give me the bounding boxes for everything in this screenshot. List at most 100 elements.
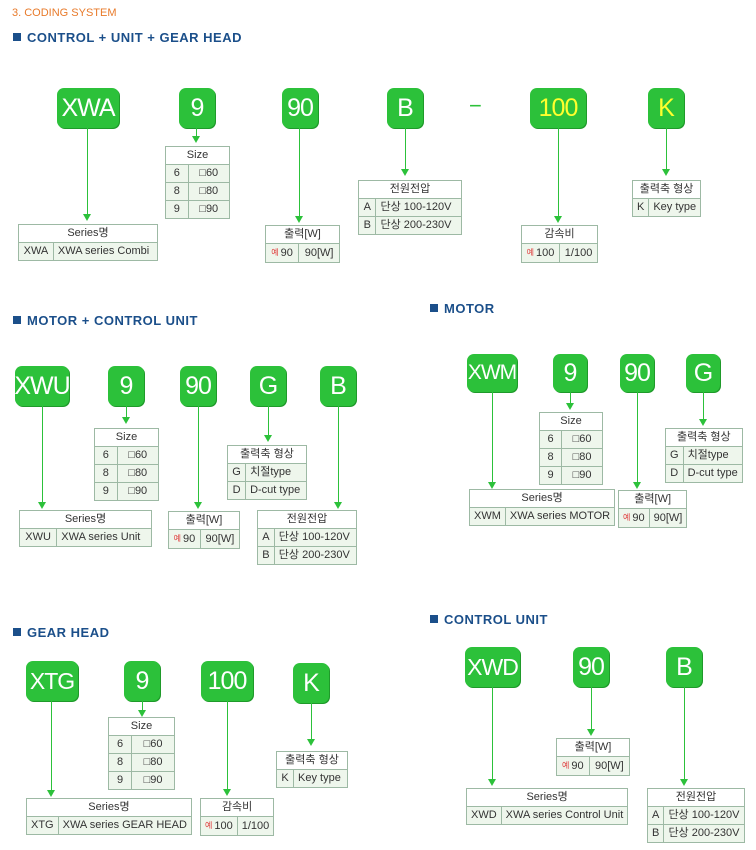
connector-line [268, 406, 269, 436]
connector-line [405, 128, 406, 170]
connector-line [684, 687, 685, 780]
section-title: MOTOR + CONTROL UNIT [13, 313, 198, 328]
code-box-ratio: 100 [201, 661, 253, 701]
code-box-output: 90 [573, 647, 609, 687]
code-box-output: 90 [180, 366, 216, 406]
connector-line [558, 128, 559, 217]
code-box-size: 9 [124, 661, 160, 701]
arrow-down-icon [194, 502, 202, 509]
arrow-down-icon [264, 435, 272, 442]
arrow-down-icon [47, 790, 55, 797]
code-box-ratio: 100 [530, 88, 586, 128]
connector-line [591, 687, 592, 730]
separator-dash: − [469, 93, 482, 118]
arrow-down-icon [587, 729, 595, 736]
connector-line [42, 406, 43, 504]
arrow-down-icon [662, 169, 670, 176]
arrow-down-icon [488, 482, 496, 489]
bullet-square-icon [13, 628, 21, 636]
connector-line [703, 392, 704, 420]
code-box-size: 9 [179, 88, 215, 128]
code-box-power: B [387, 88, 423, 128]
arrow-down-icon [554, 216, 562, 223]
connector-line [227, 701, 228, 790]
page-title: 3. CODING SYSTEM [12, 7, 117, 19]
code-box-output: 90 [620, 354, 654, 392]
code-box-shaft: K [648, 88, 684, 128]
code-box-size: 9 [553, 354, 587, 392]
code-box-shaft: G [250, 366, 286, 406]
code-box-series: XWU [14, 366, 71, 406]
arrow-down-icon [122, 417, 130, 424]
connector-line [637, 392, 638, 483]
connector-line [492, 392, 493, 483]
arrow-down-icon [83, 214, 91, 221]
arrow-down-icon [138, 710, 146, 717]
code-box-power: B [666, 647, 702, 687]
bullet-square-icon [13, 33, 21, 41]
arrow-down-icon [295, 216, 303, 223]
arrow-down-icon [192, 136, 200, 143]
code-box-size: 9 [108, 366, 144, 406]
arrow-down-icon [633, 482, 641, 489]
size-table: Size 6□60 8□80 9□90 [94, 428, 159, 501]
connector-line [198, 406, 199, 504]
connector-line [142, 701, 143, 711]
arrow-down-icon [401, 169, 409, 176]
connector-line [492, 687, 493, 780]
arrow-down-icon [334, 502, 342, 509]
bullet-square-icon [430, 615, 438, 623]
arrow-down-icon [566, 403, 574, 410]
code-box-output: 90 [282, 88, 318, 128]
code-box-power: B [320, 366, 356, 406]
section-title: MOTOR [430, 301, 495, 316]
connector-line [126, 406, 127, 418]
arrow-down-icon [699, 419, 707, 426]
connector-line [666, 128, 667, 170]
arrow-down-icon [38, 502, 46, 509]
connector-line [196, 128, 197, 137]
code-box-series: XWD [465, 647, 520, 687]
arrow-down-icon [307, 739, 315, 746]
code-box-shaft: K [293, 663, 329, 703]
connector-line [570, 392, 571, 404]
connector-line [311, 703, 312, 740]
code-box-series: XTG [26, 661, 78, 701]
code-box-series: XWA [57, 88, 119, 128]
size-table: Size 6□60 8□80 9□90 [538, 412, 603, 485]
connector-line [338, 406, 339, 503]
bullet-square-icon [430, 304, 438, 312]
size-table: Size 6□60 8□80 9□90 [107, 717, 175, 790]
arrow-down-icon [680, 779, 688, 786]
size-table: Size 6□60 8□80 9□90 [165, 146, 230, 219]
connector-line [51, 701, 52, 791]
arrow-down-icon [223, 789, 231, 796]
section-title: GEAR HEAD [13, 625, 110, 640]
connector-line [299, 128, 300, 217]
code-box-series: XWM [467, 354, 517, 392]
bullet-square-icon [13, 316, 21, 324]
arrow-down-icon [488, 779, 496, 786]
connector-line [87, 128, 88, 216]
section-title: CONTROL + UNIT + GEAR HEAD [13, 30, 242, 45]
code-box-shaft: G [686, 354, 720, 392]
section-title: CONTROL UNIT [430, 612, 548, 627]
